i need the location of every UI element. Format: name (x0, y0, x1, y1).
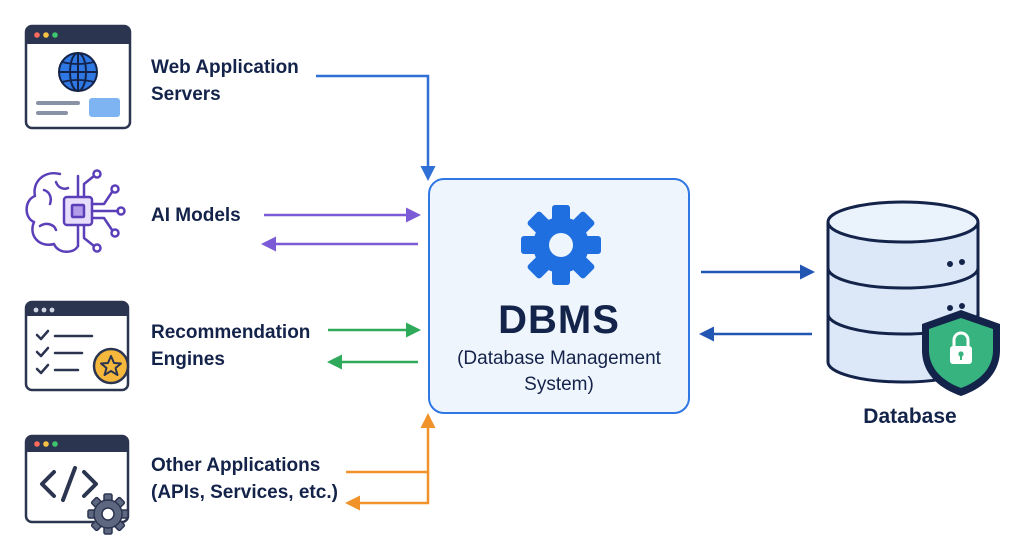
database-label: Database (863, 405, 957, 428)
shield-lock-icon (922, 310, 1000, 396)
source-label-line: (APIs, Services, etc.) (151, 482, 338, 503)
arrow-other-to-dbms (346, 413, 436, 474)
dbms-subtitle-line: System) (524, 374, 594, 395)
source-label-recommendation-engines: Recommendation Engines (151, 319, 310, 373)
source-label-other-applications: Other Applications (APIs, Services, etc.… (151, 452, 338, 506)
dbms-box: DBMS (Database Management System) (428, 178, 690, 414)
browser-globe-icon (24, 24, 132, 130)
source-label-web-application-servers: Web Application Servers (151, 54, 299, 108)
source-label-line: Web Application (151, 57, 299, 78)
code-gear-icon (24, 434, 130, 535)
dbms-subtitle-line: (Database Management (457, 348, 661, 369)
source-label-ai-models: AI Models (151, 202, 241, 229)
dbms-title: DBMS (498, 298, 620, 342)
source-label-line: Servers (151, 84, 221, 105)
dbms-subtitle: (Database Management System) (430, 346, 688, 398)
arrow-dbms-to-other (345, 472, 430, 511)
brain-chip-icon (25, 169, 126, 253)
source-label-line: Recommendation (151, 322, 311, 343)
gear-icon (521, 205, 601, 285)
small-gear-icon (87, 493, 129, 535)
checklist-star-icon (24, 300, 130, 392)
source-label-line: Engines (151, 349, 225, 370)
source-label-line: AI Models (151, 205, 241, 226)
arrow-web-to-dbms (316, 74, 436, 181)
source-label-line: Other Applications (151, 455, 321, 476)
